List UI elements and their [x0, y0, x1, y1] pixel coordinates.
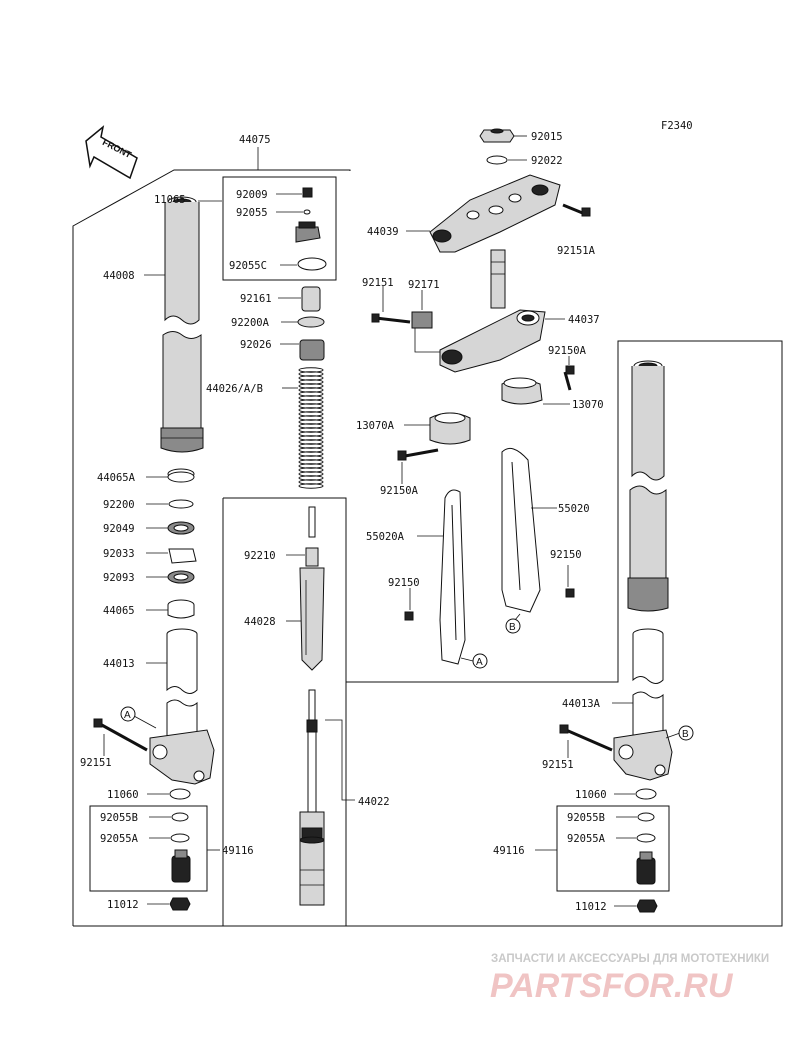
- ref-marker-b2-label: B: [509, 622, 516, 633]
- bolt-11012-right: [636, 899, 658, 913]
- callout-92049: 92049: [103, 523, 135, 535]
- oring-92055B-left: [171, 812, 189, 822]
- callout-92151-right: 92151: [542, 759, 574, 771]
- cap-kit-box: [222, 176, 337, 281]
- fork-guard-55020A: [404, 489, 466, 665]
- callout-55020: 55020: [558, 503, 590, 515]
- bolt-92151-left: [93, 718, 148, 752]
- oring-11060-right: [635, 788, 657, 800]
- callout-92210: 92210: [244, 550, 276, 562]
- callout-11012-left: 11012: [107, 899, 139, 911]
- callout-55020A: 55020A: [366, 531, 405, 543]
- callout-92009: 92009: [236, 189, 268, 201]
- watermark-subtitle: ЗАПЧАСТИ И АКСЕССУАРЫ ДЛЯ МОТОТЕХНИКИ: [491, 953, 769, 965]
- cap-parts: [295, 187, 327, 271]
- oring-92055A-right: [636, 833, 656, 843]
- oring-92055B-right: [637, 812, 655, 822]
- callout-44065: 44065: [103, 605, 135, 617]
- valve-49116-right: [636, 851, 656, 885]
- callout-13070A: 13070A: [356, 420, 395, 432]
- ref-marker-a2: [472, 653, 488, 669]
- callout-11065: 11065: [154, 194, 186, 206]
- callout-92150A-mid: 92150A: [380, 485, 419, 497]
- callout-44075: 44075: [239, 134, 271, 146]
- spring-parts: [297, 286, 325, 361]
- front-arrow-icon: FRONT: [85, 125, 138, 180]
- ref-marker-a: [120, 706, 136, 722]
- callout-92055A-left: 92055A: [100, 833, 139, 845]
- nut-92015: [479, 128, 515, 143]
- left-seal-kit-box: [89, 805, 208, 892]
- callout-92150-right: 92150: [550, 549, 582, 561]
- callout-92150A-top: 92150A: [548, 345, 587, 357]
- callout-92055B-left: 92055B: [100, 812, 138, 824]
- ref-marker-b2: [505, 618, 521, 634]
- right-inner-tube-44013A: [613, 628, 673, 781]
- callout-44022: 44022: [358, 796, 390, 808]
- callout-49116-left: 49116: [222, 845, 254, 857]
- callout-44028: 44028: [244, 616, 276, 628]
- ref-marker-b-label: B: [682, 729, 689, 740]
- cartridge-parts: [299, 506, 325, 906]
- callout-44013A: 44013A: [562, 698, 601, 710]
- callout-92055: 92055: [236, 207, 268, 219]
- callout-92093: 92093: [103, 572, 135, 584]
- clamp-13070: [501, 365, 575, 405]
- seal-stack-left: [167, 468, 197, 619]
- inner-tube-44013: [149, 628, 215, 785]
- lower-clamp-44037: [371, 249, 546, 373]
- callout-11060-right: 11060: [575, 789, 607, 801]
- callout-44037: 44037: [568, 314, 600, 326]
- callout-44008: 44008: [103, 270, 135, 282]
- callout-92150-mid: 92150: [388, 577, 420, 589]
- diagram-code: F2340: [661, 120, 693, 132]
- callout-11060-left: 11060: [107, 789, 139, 801]
- left-fork-assembly-outline: [72, 147, 783, 927]
- callout-92055C: 92055C: [229, 260, 267, 272]
- callout-92151-top: 92151: [362, 277, 394, 289]
- callout-13070: 13070: [572, 399, 604, 411]
- watermark-brand: PARTSFOR.RU: [490, 967, 734, 1005]
- right-seal-kit-box: [556, 805, 670, 892]
- callout-92151-left: 92151: [80, 757, 112, 769]
- ref-marker-a-label: A: [124, 710, 131, 721]
- cartridge-box-top: [223, 497, 347, 682]
- callout-92171: 92171: [408, 279, 440, 291]
- callout-44026: 44026/A/B: [206, 383, 263, 395]
- callout-92033: 92033: [103, 548, 135, 560]
- callout-44065A: 44065A: [97, 472, 136, 484]
- callout-92200A: 92200A: [231, 317, 270, 329]
- callout-11012-right: 11012: [575, 901, 607, 913]
- bolt-11012-left: [169, 897, 191, 911]
- valve-49116-left: [171, 849, 191, 883]
- ref-marker-b: [678, 725, 694, 741]
- callout-44039: 44039: [367, 226, 399, 238]
- oring-92055A-left: [170, 833, 190, 843]
- fork-guard-55020: [501, 447, 575, 613]
- upper-clamp-44039: [429, 174, 591, 253]
- callout-92200: 92200: [103, 499, 135, 511]
- outer-tube-44008: [160, 196, 204, 453]
- callout-92151A: 92151A: [557, 245, 596, 257]
- callout-92161: 92161: [240, 293, 272, 305]
- fork-spring: [298, 367, 324, 489]
- callout-92055A-right: 92055A: [567, 833, 606, 845]
- callout-92022: 92022: [531, 155, 563, 167]
- callout-92015: 92015: [531, 131, 563, 143]
- callout-49116-right: 49116: [493, 845, 525, 857]
- oring-11060-left: [169, 788, 191, 800]
- washer-92022: [486, 155, 508, 165]
- right-outer-tube: [627, 360, 669, 612]
- callout-44013: 44013: [103, 658, 135, 670]
- bolt-92151-right: [559, 724, 613, 752]
- clamp-13070A: [397, 412, 471, 461]
- callout-92026: 92026: [240, 339, 272, 351]
- ref-marker-a2-label: A: [476, 657, 483, 668]
- callout-92055B-right: 92055B: [567, 812, 605, 824]
